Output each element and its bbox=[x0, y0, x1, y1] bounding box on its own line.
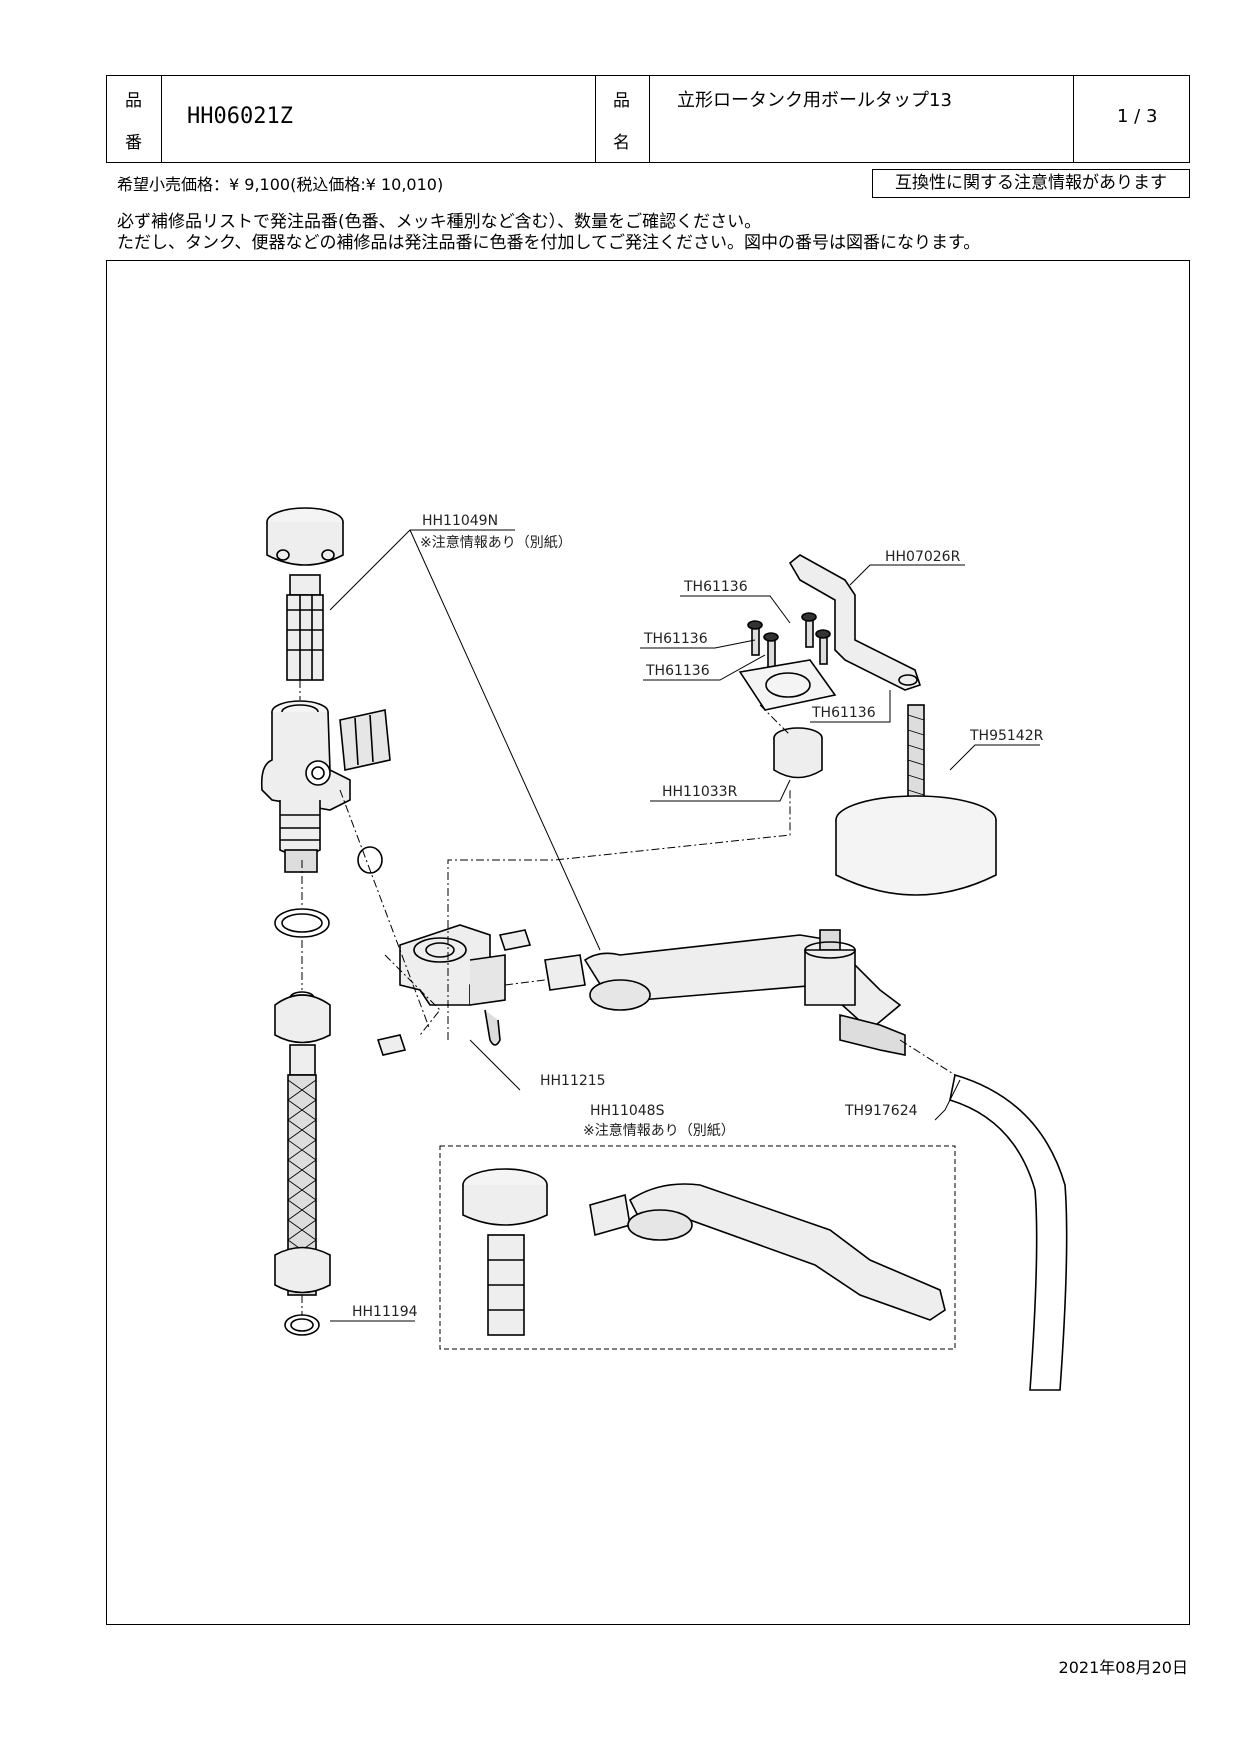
compatibility-notice: 互換性に関する注意情報があります bbox=[872, 169, 1190, 198]
clip-icon bbox=[376, 1034, 407, 1056]
adapter-ring-icon bbox=[773, 727, 823, 779]
instruction-line: ただし、タンク、便器などの補修品は発注品番に色番を付加してご発注ください。図中の… bbox=[117, 233, 981, 253]
part-label: HH11194 bbox=[352, 1304, 418, 1320]
set-box bbox=[439, 1145, 956, 1350]
part-label: TH61136 bbox=[645, 663, 710, 679]
fitting-icon bbox=[804, 929, 906, 1056]
diagram-frame bbox=[106, 260, 1190, 1625]
part-label: TH61136 bbox=[643, 631, 708, 647]
name-label: 品 bbox=[613, 91, 630, 111]
o-ring-icon bbox=[274, 908, 330, 938]
part-label: HH11049N bbox=[422, 513, 498, 529]
clip-icon bbox=[498, 929, 532, 951]
part-label: TH95142R bbox=[969, 728, 1044, 744]
cap-part-icon bbox=[462, 1168, 548, 1336]
header-table: 品 番 HH06021Z 品 名 立形ロータンク用ボールタップ13 1 / 3 bbox=[106, 75, 1190, 163]
part-label: TH61136 bbox=[811, 705, 876, 721]
washer-icon bbox=[284, 1314, 320, 1336]
divider bbox=[649, 76, 650, 162]
price-text: 希望小売価格：¥ 9,100(税込価格:¥ 10,010) bbox=[117, 175, 444, 194]
mounting-plate-icon bbox=[738, 659, 837, 711]
ball-tap-body-icon bbox=[399, 924, 506, 1046]
pipe-arm-icon bbox=[589, 1183, 946, 1321]
issue-date: 2021年08月20日 bbox=[1058, 1658, 1188, 1677]
hose-icon bbox=[949, 1073, 1068, 1391]
part-label: TH61136 bbox=[683, 579, 748, 595]
name-label: 名 bbox=[613, 133, 630, 153]
part-label: HH11215 bbox=[540, 1073, 606, 1089]
part-label: HH11033R bbox=[662, 784, 738, 800]
part-label: HH11048S bbox=[590, 1103, 665, 1119]
divider bbox=[161, 76, 162, 162]
instruction-line: 必ず補修品リストで発注品番(色番、メッキ種別など含む）、数量をご確認ください。 bbox=[117, 212, 762, 232]
page-indicator: 1 / 3 bbox=[1117, 106, 1158, 127]
part-label: TH917624 bbox=[844, 1103, 918, 1119]
o-ring-icon bbox=[357, 846, 383, 874]
part-note: ※注意情報あり（別紙） bbox=[583, 1122, 735, 1139]
part-no-label: 品 bbox=[125, 91, 142, 111]
valve-body-icon bbox=[260, 700, 391, 873]
screw-icon bbox=[747, 612, 831, 668]
part-number: HH06021Z bbox=[187, 104, 293, 129]
part-label: HH07026R bbox=[885, 549, 961, 565]
float-icon bbox=[835, 704, 997, 896]
cap-part-icon bbox=[266, 507, 344, 681]
divider bbox=[595, 76, 596, 162]
product-name: 立形ロータンク用ボールタップ13 bbox=[677, 90, 952, 111]
part-note: ※注意情報あり（別紙） bbox=[420, 534, 572, 551]
flex-hose-icon bbox=[274, 991, 331, 1296]
lever-arm-icon bbox=[788, 554, 922, 691]
divider bbox=[1073, 76, 1074, 162]
part-no-label: 番 bbox=[125, 133, 142, 153]
